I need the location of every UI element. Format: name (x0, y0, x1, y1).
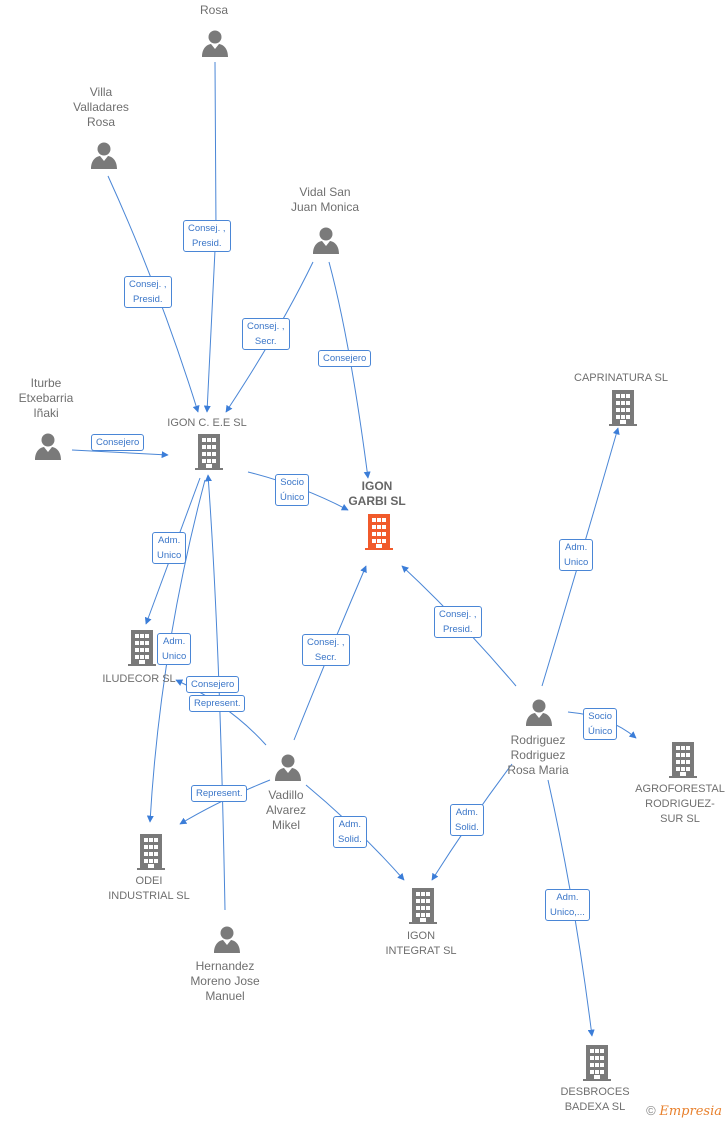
node-label-igon-garbi[interactable]: IGON GARBI SL (348, 479, 406, 508)
node-label-iludecor[interactable]: ILUDECOR SL (102, 673, 176, 685)
node-label-hernandez[interactable]: Hernandez Moreno Jose Manuel (190, 959, 260, 1003)
node-label-igon-cee[interactable]: IGON C. E.E SL (167, 417, 247, 429)
building-icon (669, 742, 697, 778)
node-label-caprinatura[interactable]: CAPRINATURA SL (574, 372, 668, 384)
edge-label-rodriguez-garbi: Consej. , Presid. (434, 606, 482, 638)
edge-label-cee-odei: Adm. Unico (157, 633, 192, 665)
edge-label-rodriguez-agroforestal: Socio Único (583, 708, 618, 740)
copyright-symbol: © (646, 1103, 656, 1118)
person-icon (202, 30, 228, 57)
edge-label-vidal-garbi: Consejero (318, 350, 372, 367)
edge-label-rodriguez-caprinatura: Adm. Unico (559, 539, 594, 571)
edge-label-cee-iludecor: Adm. Unico (152, 532, 187, 564)
person-icon (214, 926, 240, 953)
edge-label-vadillo-odei: Represent. (191, 785, 248, 802)
node-label-vidal-san-juan[interactable]: Vidal San Juan Monica (290, 185, 360, 214)
edge-iturbe-igon-cee (71, 449, 169, 459)
edge-label-rodriguez-integrat: Adm. Solid. (450, 804, 484, 836)
node-label-villa-valladares[interactable]: Villa Valladares Rosa (73, 85, 129, 129)
edge-label-iturbe-cee: Consejero (91, 434, 145, 451)
node-label-odei[interactable]: ODEI INDUSTRIAL SL (108, 875, 190, 902)
node-label-iturbe[interactable]: Iturbe Etxebarria Iñaki (18, 376, 74, 420)
edge-label-vadillo-integrat: Adm. Solid. (333, 816, 367, 848)
building-icon (137, 834, 165, 870)
edge-label-villa-cee: Consej. , Presid. (124, 276, 172, 308)
node-label-desbroces[interactable]: DESBROCES BADEXA SL (560, 1086, 630, 1113)
edge-label-rodriguez-desbroces: Adm. Unico,... (545, 889, 590, 921)
building-icon (195, 434, 223, 470)
edge-label-rosa-cee: Consej. , Presid. (183, 220, 231, 252)
edge-label-vidal-cee: Consej. , Secr. (242, 318, 290, 350)
node-label-agroforestal[interactable]: AGROFORESTAL RODRIGUEZ- SUR SL (635, 783, 725, 825)
building-icon (583, 1045, 611, 1081)
person-icon (526, 699, 552, 726)
person-icon (91, 142, 117, 169)
edge-hernandez-cee (204, 474, 226, 911)
node-label-rodriguez[interactable]: Rodriguez Rodriguez Rosa Maria (507, 733, 569, 777)
building-icon (128, 630, 156, 666)
person-icon (35, 433, 61, 460)
node-label-igon-integrat[interactable]: IGON INTEGRAT SL (385, 930, 457, 957)
node-label-vadillo[interactable]: Vadillo Alvarez Mikel (265, 788, 306, 832)
edge-label-vadillo-garbi: Consej. , Secr. (302, 634, 350, 666)
building-icon (409, 888, 437, 924)
person-icon (313, 227, 339, 254)
edge-label-cee-garbi: Socio Único (275, 474, 310, 506)
edge-label-vadillo-iludecor-1: Consejero (186, 676, 240, 693)
building-icon (365, 514, 393, 550)
node-label-rosa[interactable]: Rosa (199, 3, 228, 17)
edge-vidal-igon-garbi (328, 261, 371, 479)
person-icon (275, 754, 301, 781)
edge-label-vadillo-iludecor-2: Represent. (189, 695, 246, 712)
building-icon (609, 390, 637, 426)
brand-logo: Empresia (659, 1104, 722, 1119)
copyright-footer[interactable]: © Empresia (646, 1103, 722, 1119)
